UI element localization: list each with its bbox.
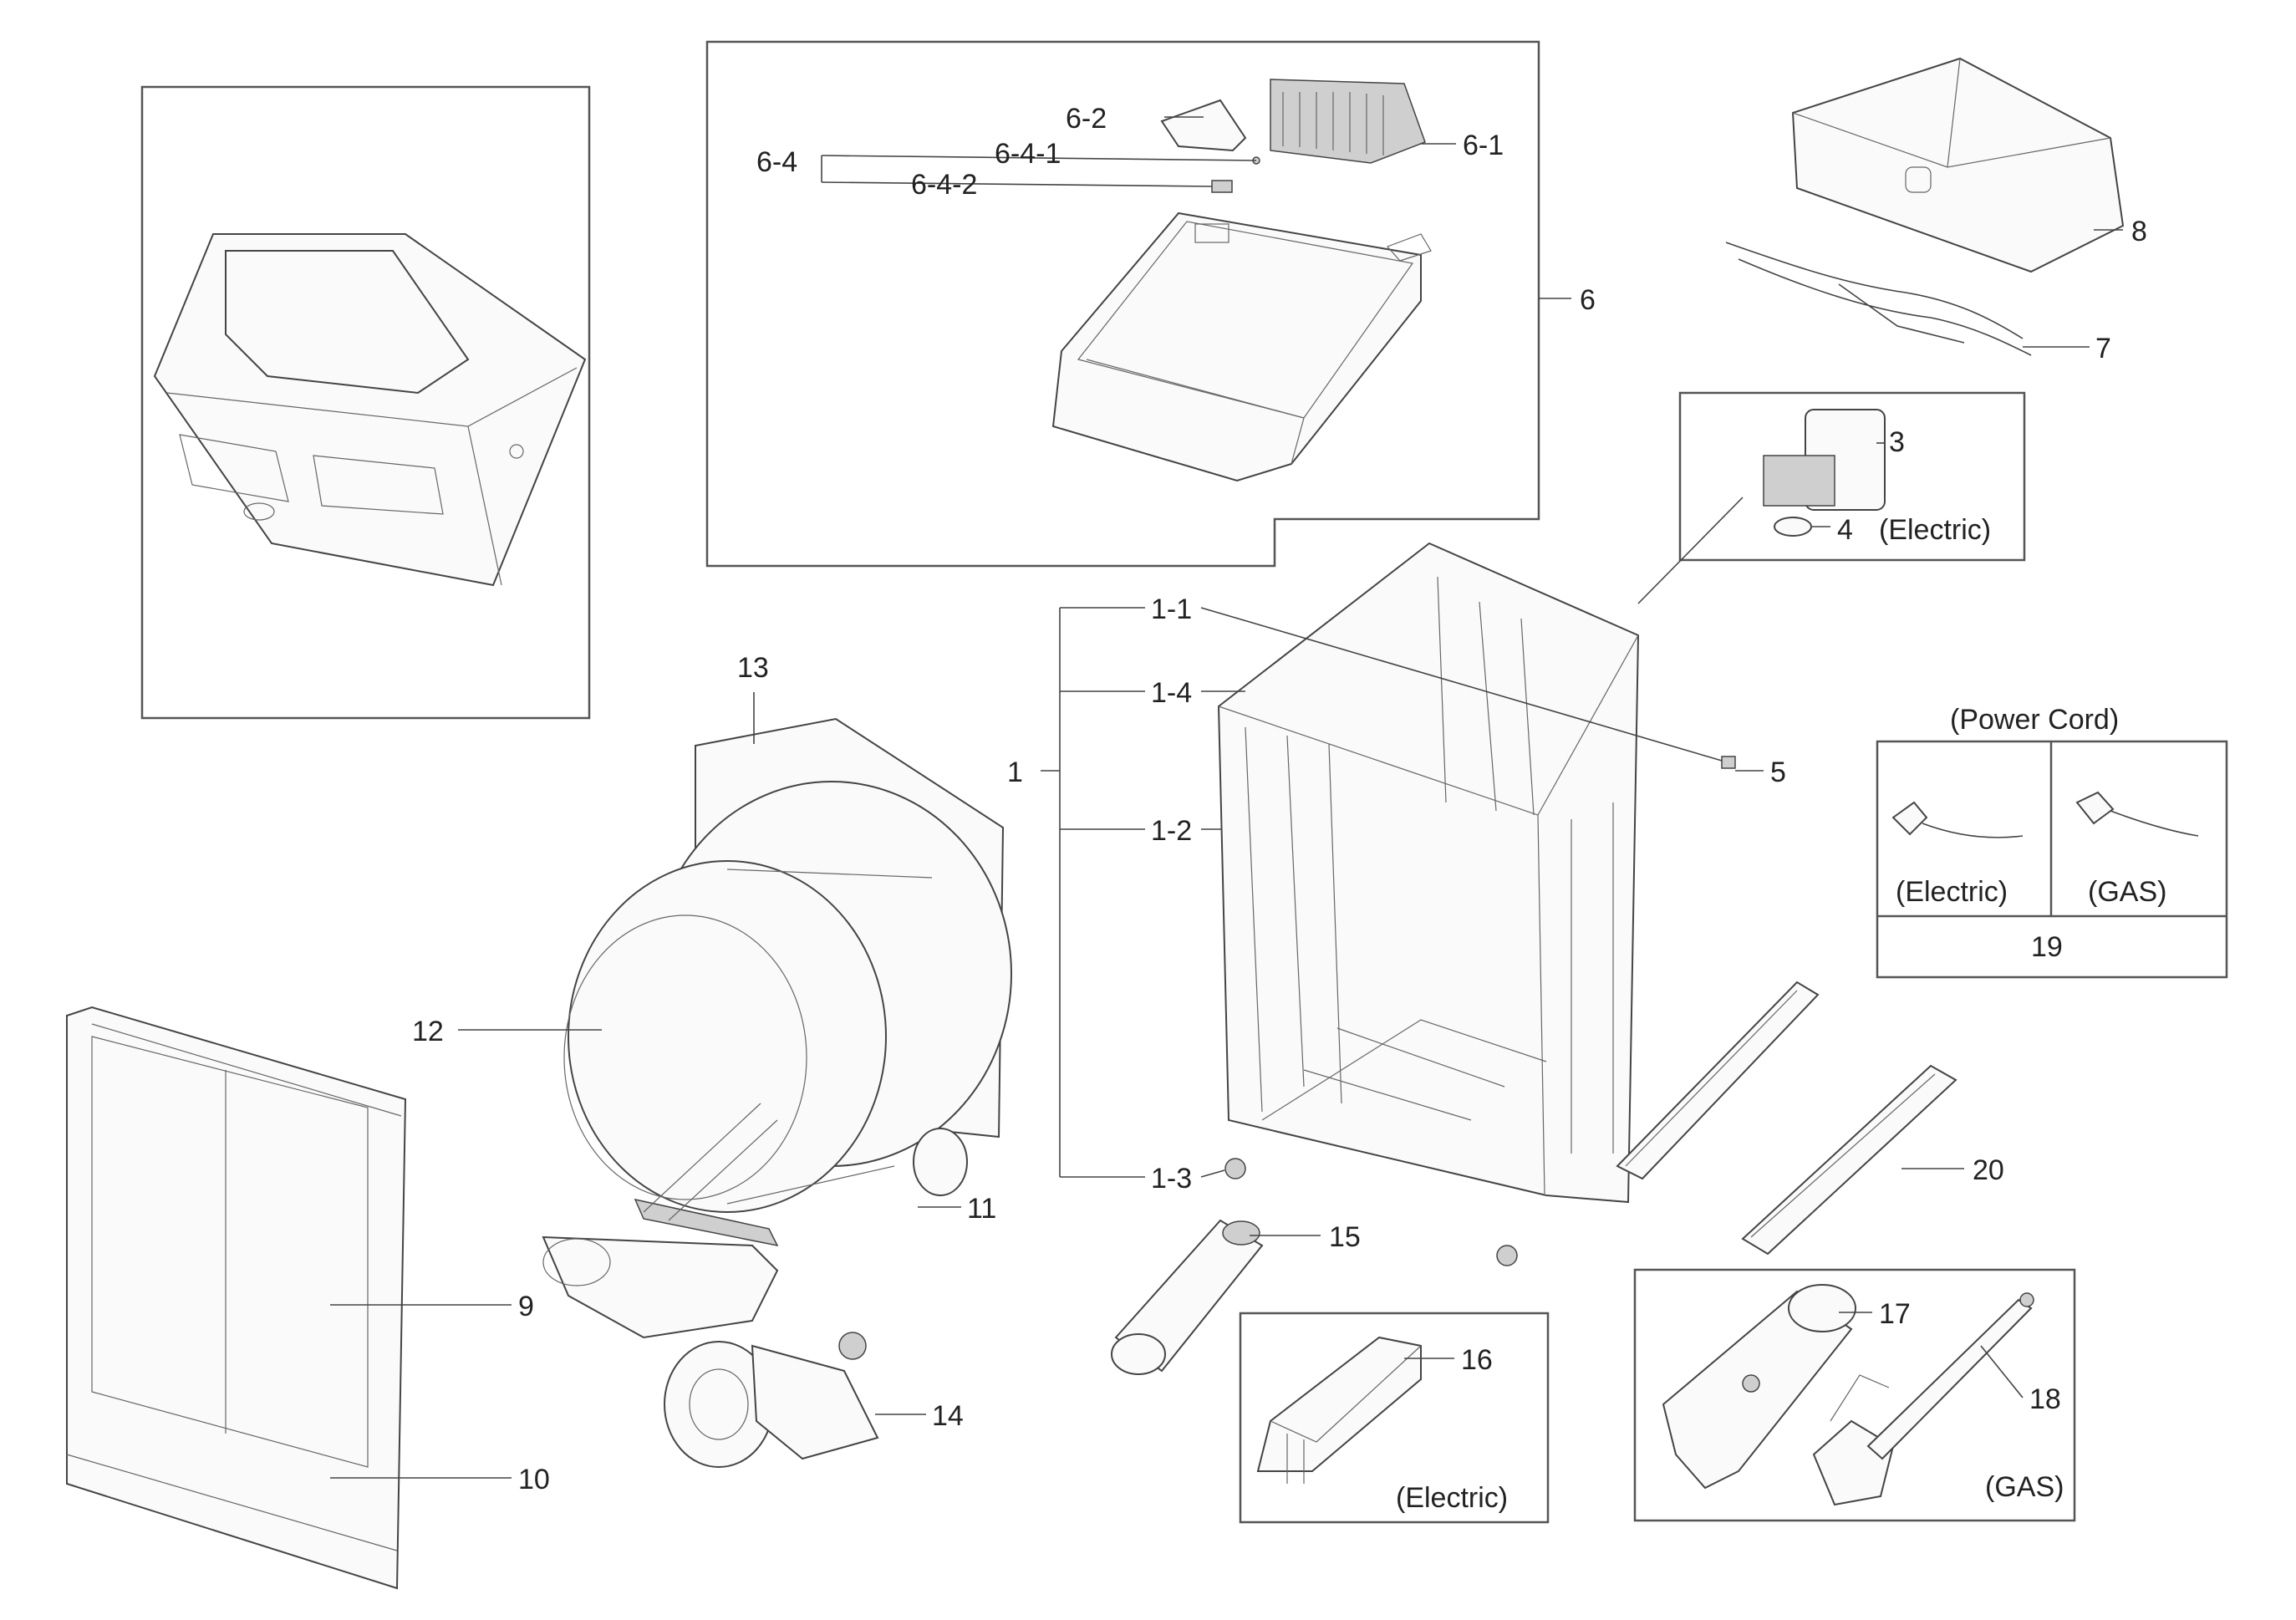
gas-burner-frame	[1633, 1268, 2076, 1522]
control-panel	[1051, 211, 1432, 482]
tag-burner-gas: (GAS)	[1985, 1471, 2064, 1503]
power-cord-electric	[1891, 801, 2024, 838]
tag-heater-electric: (Electric)	[1879, 514, 1991, 546]
control-panel-frame	[705, 40, 1540, 568]
clip-6-4-2	[1211, 180, 1233, 193]
callout-16: 16	[1461, 1344, 1493, 1376]
callout-6: 6	[1580, 284, 1596, 316]
callout-17: 17	[1879, 1298, 1911, 1330]
top-panel	[1791, 57, 2125, 273]
heater-16	[1256, 1336, 1422, 1484]
tag-heater16-electric: (Electric)	[1396, 1482, 1508, 1514]
callout-18: 18	[2029, 1383, 2061, 1415]
callout-8: 8	[2131, 216, 2147, 247]
assembled-dryer-frame	[140, 85, 591, 720]
base-plinths	[1616, 981, 1957, 1256]
callout-13: 13	[737, 652, 769, 684]
callout-11: 11	[967, 1193, 996, 1225]
callout-20: 20	[1973, 1154, 2004, 1186]
duct-rear	[913, 1128, 968, 1196]
callout-1: 1	[1007, 757, 1023, 788]
lint-duct	[542, 1235, 779, 1339]
callout-1-2: 1-2	[1151, 815, 1192, 847]
callout-1-3: 1-3	[1151, 1163, 1192, 1195]
exhaust-duct	[1111, 1219, 1264, 1375]
pcb-cover	[1160, 99, 1247, 152]
callout-6-1: 6-1	[1463, 130, 1504, 161]
callout-19: 19	[2031, 931, 2063, 963]
callout-4: 4	[1837, 514, 1853, 546]
callout-14: 14	[932, 1400, 964, 1432]
tag-cord-gas: (GAS)	[2088, 876, 2166, 908]
blower-motor	[664, 1332, 879, 1468]
drum-assembly	[563, 717, 1012, 1247]
callout-3: 3	[1889, 426, 1905, 458]
pcb-assembly	[1270, 79, 1426, 164]
heater-grid	[1763, 455, 1835, 507]
callout-6-4-1: 6-4-1	[995, 138, 1061, 170]
tag-cord-electric: (Electric)	[1896, 876, 2008, 908]
assembled-dryer-illustration	[153, 233, 587, 587]
callout-1-4: 1-4	[1151, 677, 1192, 709]
heater16-frame	[1239, 1312, 1550, 1524]
callout-5: 5	[1770, 757, 1786, 788]
clip-5	[1721, 756, 1736, 769]
heater-electric-frame	[1678, 391, 2026, 562]
cabinet	[1217, 542, 1640, 1204]
callout-1-1: 1-1	[1151, 593, 1192, 625]
power-cord-gas	[2075, 791, 2199, 837]
duct-opening	[542, 1238, 611, 1286]
callout-10: 10	[518, 1464, 550, 1495]
tag-power-cord-title: (Power Cord)	[1950, 704, 2119, 736]
callout-15: 15	[1329, 1221, 1361, 1253]
gas-valve	[1812, 1292, 2034, 1506]
callout-9: 9	[518, 1291, 534, 1322]
door	[66, 1006, 407, 1590]
callout-6-4: 6-4	[756, 146, 797, 178]
wire-harness	[1725, 242, 2032, 356]
callout-6-4-2: 6-4-2	[911, 169, 977, 201]
callout-7: 7	[2095, 333, 2111, 364]
ring-4	[1774, 517, 1812, 537]
leveling-leg	[1224, 1158, 1246, 1179]
leveling-leg-2	[1496, 1245, 1518, 1266]
callout-6-2: 6-2	[1066, 103, 1107, 135]
leader-lines	[330, 116, 2123, 1479]
burner-housing	[1662, 1284, 1856, 1490]
callout-12: 12	[412, 1016, 444, 1047]
